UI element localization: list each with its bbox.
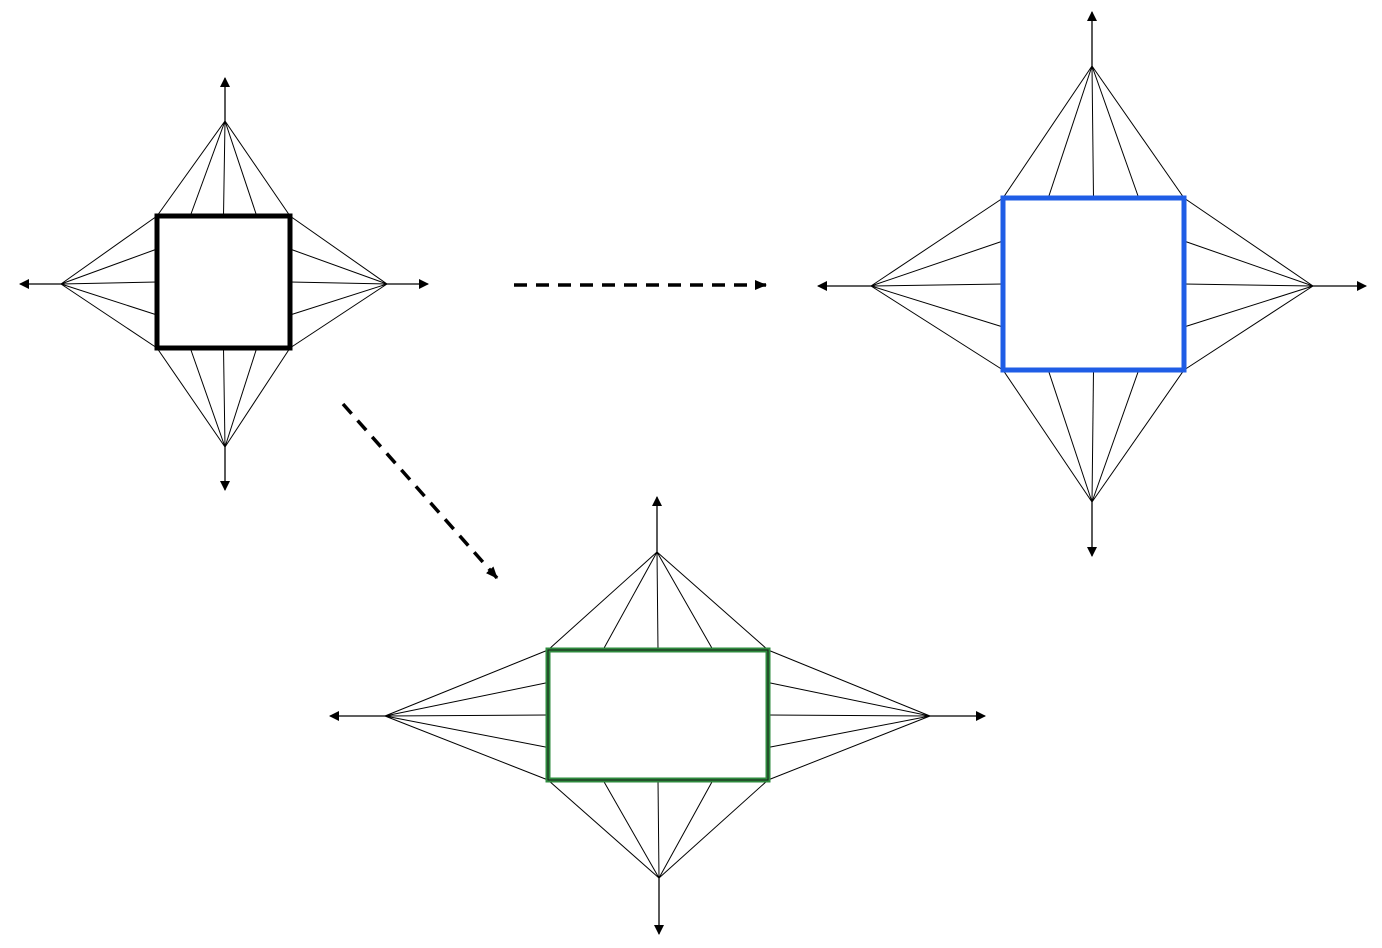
scaled-square-figure	[817, 11, 1367, 557]
fan-line-bottom	[1091, 369, 1140, 503]
fan-line-bottom	[189, 347, 226, 448]
fan-line-bottom	[658, 779, 769, 879]
stretched-rectangle-fan-lines	[384, 551, 931, 879]
transitions-layer	[341, 280, 767, 580]
fan-line-bottom	[156, 347, 226, 448]
fan-line-top	[223, 120, 226, 217]
fan-line-bottom	[657, 779, 660, 879]
fan-line-bottom	[658, 779, 714, 879]
fan-line-bottom	[547, 779, 660, 879]
fan-line-right	[289, 283, 388, 316]
fan-line-left	[870, 285, 1004, 328]
fan-line-bottom	[602, 779, 660, 879]
fan-line-top	[602, 551, 658, 651]
fan-line-top	[1091, 65, 1094, 199]
original-square-outline	[154, 213, 293, 351]
fan-line-bottom	[223, 347, 226, 448]
fan-line-top	[656, 551, 659, 651]
fan-line-top	[547, 551, 658, 651]
original-square-figure	[19, 77, 429, 491]
fan-line-right	[289, 248, 388, 285]
fan-line-top	[189, 120, 226, 217]
fan-line-left	[60, 283, 158, 349]
fan-line-top	[1091, 65, 1140, 199]
fan-line-right	[1183, 240, 1314, 287]
fan-line-top	[224, 120, 291, 217]
fan-line-bottom	[1091, 369, 1094, 503]
scaled-square-outline	[1000, 195, 1187, 373]
fan-line-top	[1002, 65, 1093, 199]
fan-line-right	[1183, 283, 1314, 287]
stretched-rectangle-outline	[545, 647, 771, 783]
original-square-fan-lines	[60, 120, 388, 448]
fan-line-left	[60, 248, 158, 285]
fan-line-left	[60, 281, 158, 285]
fan-line-right	[1183, 197, 1314, 287]
stretched-rectangle-axes	[329, 496, 986, 935]
fan-line-top	[656, 551, 714, 651]
figures-layer	[19, 11, 1367, 935]
fan-line-bottom	[1091, 369, 1185, 503]
fan-line-left	[870, 283, 1004, 287]
fan-line-bottom	[224, 347, 291, 448]
fan-line-right	[1183, 285, 1314, 371]
fan-line-left	[870, 197, 1004, 287]
fan-line-left	[384, 714, 549, 717]
fan-line-top	[156, 120, 226, 217]
fan-line-left	[384, 715, 549, 748]
fan-line-top	[1091, 65, 1185, 199]
fan-line-right	[289, 215, 388, 285]
fan-line-right	[1183, 285, 1314, 328]
fan-line-left	[384, 649, 549, 717]
transition-arrow-stretched-rectangle	[341, 402, 499, 580]
fan-line-right	[767, 682, 931, 717]
fan-line-right	[767, 649, 931, 717]
scaled-square-fan-lines	[870, 65, 1314, 503]
fan-line-right	[289, 281, 388, 285]
fan-line-left	[60, 215, 158, 285]
fan-line-bottom	[224, 347, 258, 448]
stretched-rectangle-figure	[329, 496, 986, 935]
fan-line-top	[224, 120, 258, 217]
fan-line-right	[767, 715, 931, 781]
fan-line-left	[60, 283, 158, 316]
fan-line-right	[767, 715, 931, 748]
fan-line-left	[870, 285, 1004, 371]
fan-line-top	[656, 551, 769, 651]
fan-line-left	[384, 715, 549, 781]
fan-line-bottom	[1002, 369, 1093, 503]
fan-line-bottom	[1047, 369, 1093, 503]
fan-line-top	[1047, 65, 1093, 199]
fan-line-left	[870, 240, 1004, 287]
original-square-axes	[19, 77, 429, 491]
fan-line-right	[767, 714, 931, 717]
fan-line-right	[289, 283, 388, 349]
fan-line-left	[384, 682, 549, 717]
scaled-square-axes	[817, 11, 1367, 557]
stretched-rectangle-inner-outline	[547, 649, 769, 781]
